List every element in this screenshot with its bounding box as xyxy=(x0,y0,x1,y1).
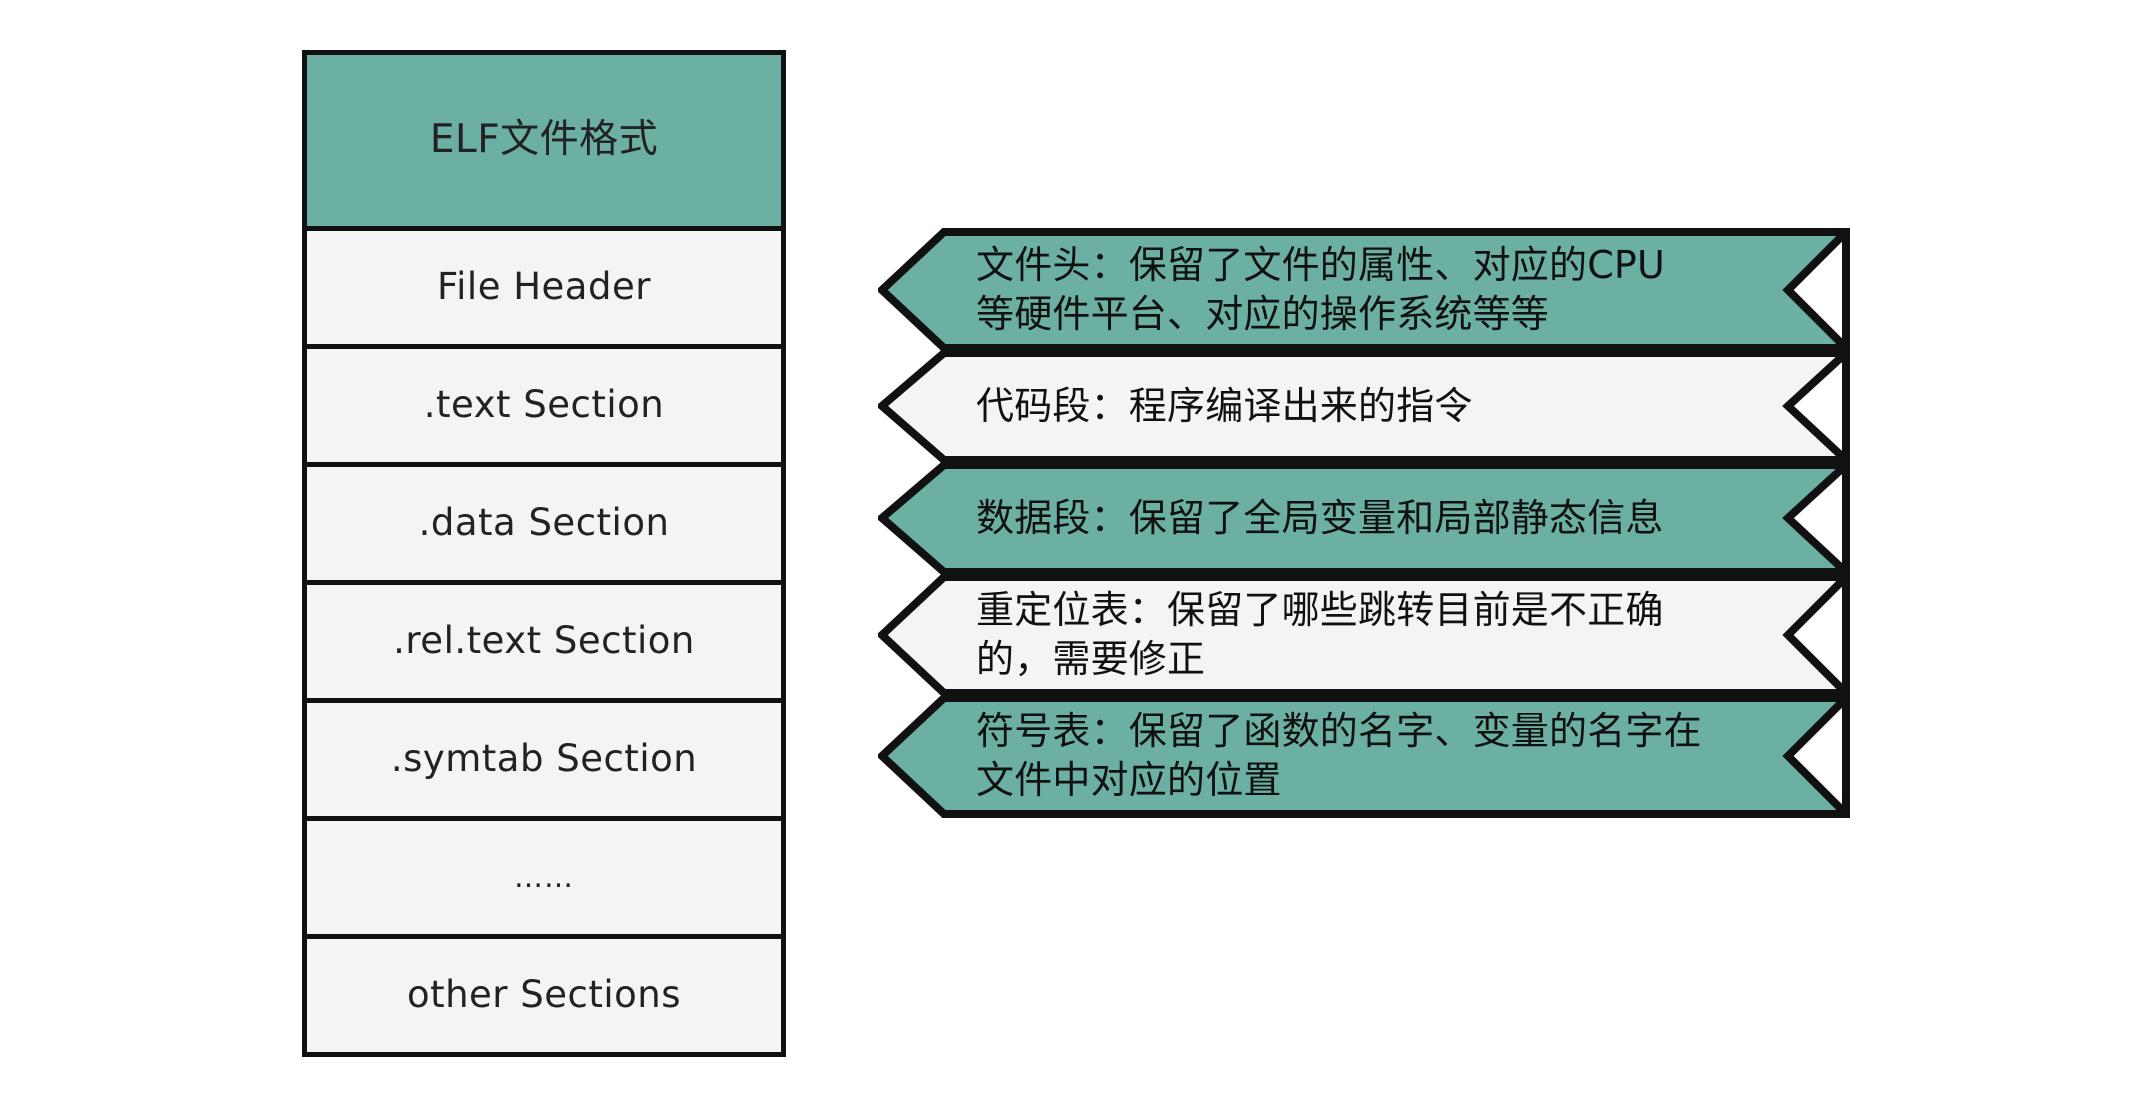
chevron-notch-right xyxy=(1782,349,1850,464)
chevron-ribbon-icon xyxy=(878,461,1850,576)
chevron-notch-right xyxy=(1782,228,1850,352)
chevron-ribbon-icon xyxy=(878,573,1850,697)
stack-header-elf-file-format: ELF文件格式 xyxy=(302,50,786,231)
stack-row-symtab-section[interactable]: .symtab Section xyxy=(302,698,786,821)
callout-ribbon-text: 数据段：保留了全局变量和局部静态信息 xyxy=(976,496,1664,541)
callout-ribbon-text: 文件头：保留了文件的属性、对应的CPU 等硬件平台、对应的操作系统等等 xyxy=(976,243,1666,336)
callout-ribbon-file-header[interactable]: 文件头：保留了文件的属性、对应的CPU 等硬件平台、对应的操作系统等等 xyxy=(878,228,1850,352)
chevron-ribbon-icon xyxy=(878,349,1850,464)
stack-row-rel-text-section[interactable]: .rel.text Section xyxy=(302,580,786,703)
stack-row-label: .symtab Section xyxy=(390,737,698,781)
callout-ribbon-text-section[interactable]: 代码段：程序编译出来的指令 xyxy=(878,349,1850,464)
stack-row-label: other Sections xyxy=(406,973,682,1017)
stack-row-other-sections[interactable]: other Sections xyxy=(302,934,786,1057)
stack-row-text-section[interactable]: .text Section xyxy=(302,344,786,467)
chevron-ribbon-icon xyxy=(878,228,1850,352)
stack-row-label: File Header xyxy=(437,265,651,309)
callout-ribbon-text: 代码段：程序编译出来的指令 xyxy=(976,384,1473,429)
chevron-notch-right xyxy=(1782,694,1850,818)
callout-ribbon-text: 重定位表：保留了哪些跳转目前是不正确 的，需要修正 xyxy=(976,588,1664,681)
callout-ribbon-rel-text-section[interactable]: 重定位表：保留了哪些跳转目前是不正确 的，需要修正 xyxy=(878,573,1850,697)
stack-row-label: .data Section xyxy=(418,501,670,545)
stack-row-label: .text Section xyxy=(423,383,665,427)
chevron-ribbon-icon xyxy=(878,694,1850,818)
chevron-notch-right xyxy=(1782,573,1850,697)
stack-row-file-header[interactable]: File Header xyxy=(302,226,786,349)
stack-row-label: .rel.text Section xyxy=(393,619,695,663)
page-title: ELF文件格式 xyxy=(429,117,659,163)
elf-layout-stack: ELF文件格式 File Header .text Section .data … xyxy=(302,50,786,1057)
callout-ribbon-text: 符号表：保留了函数的名字、变量的名字在 文件中对应的位置 xyxy=(976,709,1702,802)
callout-ribbon-group: 文件头：保留了文件的属性、对应的CPU 等硬件平台、对应的操作系统等等 代码段：… xyxy=(878,228,1850,818)
stack-row-label: …… xyxy=(514,859,574,894)
callout-ribbon-symtab-section[interactable]: 符号表：保留了函数的名字、变量的名字在 文件中对应的位置 xyxy=(878,694,1850,818)
stack-row-data-section[interactable]: .data Section xyxy=(302,462,786,585)
stack-row-ellipsis[interactable]: …… xyxy=(302,816,786,939)
callout-ribbon-data-section[interactable]: 数据段：保留了全局变量和局部静态信息 xyxy=(878,461,1850,576)
chevron-notch-right xyxy=(1782,461,1850,576)
